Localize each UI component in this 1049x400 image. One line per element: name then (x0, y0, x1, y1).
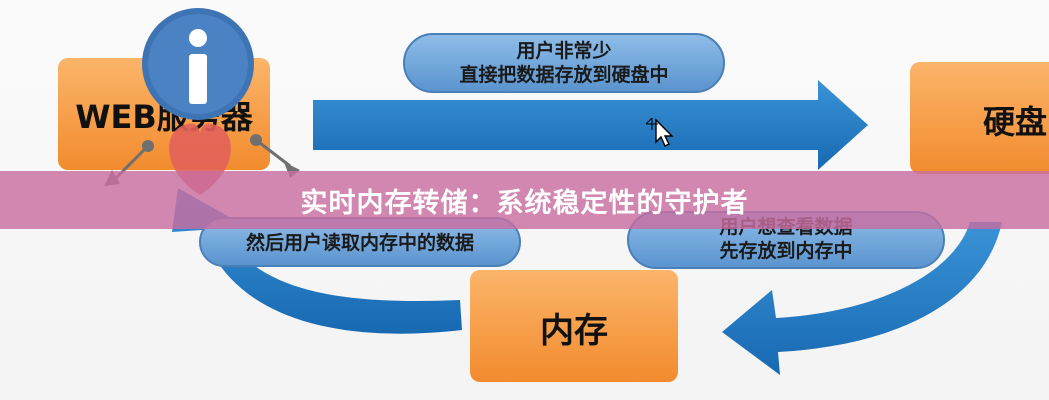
caption-top: 用户非常少 直接把数据存放到硬盘中 (403, 33, 725, 93)
caption-top-line1: 用户非常少 (516, 39, 611, 62)
memory-node: 内存 (470, 270, 678, 382)
info-icon (142, 8, 254, 120)
move-cursor-icon (645, 117, 674, 147)
memory-label: 内存 (540, 311, 608, 351)
caption-top-line2: 直接把数据存放到硬盘中 (459, 63, 668, 86)
disk-label: 硬盘 (983, 103, 1047, 141)
caption-right-line2: 先存放到内存中 (719, 239, 852, 262)
title-banner: 实时内存转储：系统稳定性的守护者 (0, 171, 1049, 229)
banner-title: 实时内存转储：系统稳定性的守护者 (300, 187, 749, 219)
arrow-disk-to-memory (722, 222, 1002, 375)
arrow-web-to-disk (313, 80, 868, 170)
caption-left: 然后用户读取内存中的数据 (199, 217, 521, 267)
caption-left-line1: 然后用户读取内存中的数据 (246, 231, 474, 254)
disk-node: 硬盘 (910, 62, 1049, 174)
